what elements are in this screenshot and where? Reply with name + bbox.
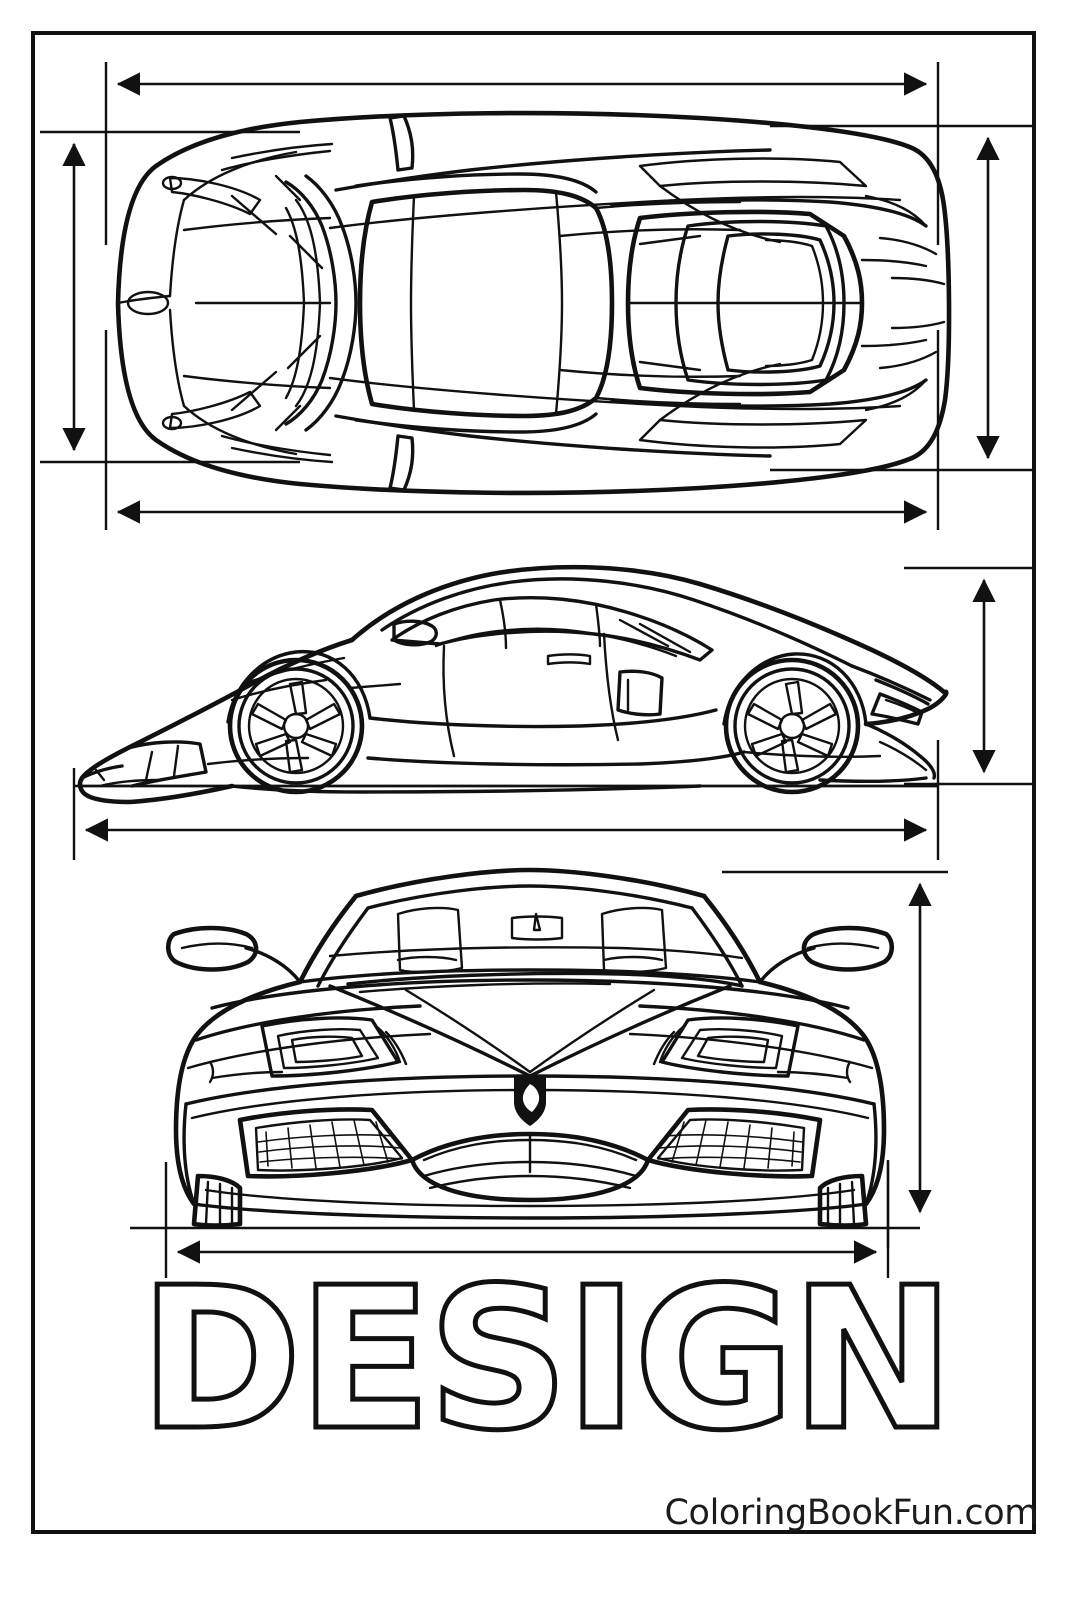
dimension-front-width — [130, 1162, 920, 1278]
watermark-text: ColoringBookFun.com — [664, 1493, 1039, 1533]
dimension-side-height — [904, 566, 1032, 786]
rear-wheel-spokes — [746, 680, 838, 774]
page-title: DESIGN — [137, 1246, 958, 1474]
left-grille-mesh — [257, 1119, 403, 1169]
car-top-view — [115, 110, 952, 496]
lamborghini-bull-emblem — [514, 1076, 546, 1126]
car-side-view — [76, 564, 949, 805]
dimension-top-width-right — [770, 124, 1032, 472]
dimension-top-width-left — [40, 130, 300, 464]
car-front-view — [165, 867, 895, 1228]
right-grille-mesh — [657, 1119, 803, 1169]
front-wheel-spokes — [250, 680, 342, 774]
dimension-top-length-upper — [104, 62, 940, 245]
